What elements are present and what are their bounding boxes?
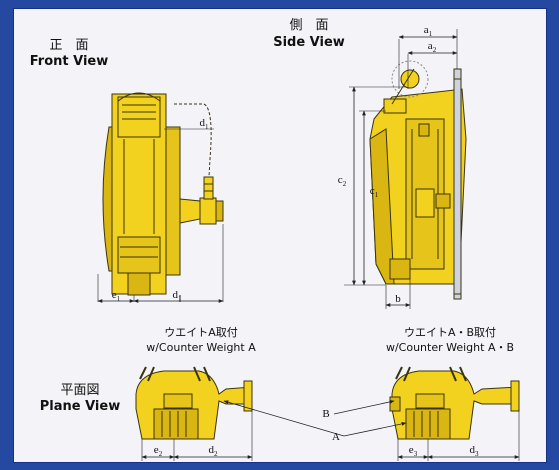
weight-ab-caption-en: w/Counter Weight A・B xyxy=(386,341,514,354)
plane-view-a-drawing xyxy=(135,366,253,461)
diagram-canvas: 正 面 Front View 側 面 Side View 平面図 Plane V… xyxy=(30,18,520,461)
dim-c1: c1 xyxy=(370,185,379,199)
side-view-title-jp: 側 面 xyxy=(289,18,328,33)
callout-b-label: B xyxy=(322,408,329,420)
dim-b: b xyxy=(395,293,401,305)
side-view-drawing xyxy=(344,29,467,309)
weight-ab-caption-jp: ウエイトA・B取付 xyxy=(404,326,496,339)
weight-a-caption-jp: ウエイトA取付 xyxy=(164,326,238,339)
weight-a-caption-en: w/Counter Weight A xyxy=(146,341,256,354)
dim-a2: a2 xyxy=(428,40,437,54)
callout-a-label: A xyxy=(332,431,340,443)
plane-view-ab-drawing xyxy=(389,366,520,461)
dim-d1: d1 xyxy=(173,289,183,303)
dim-c2: c2 xyxy=(338,174,347,188)
dim-e3: e3 xyxy=(409,444,418,458)
front-view-title-en: Front View xyxy=(30,54,109,69)
plane-view-title-jp: 平面図 xyxy=(60,383,99,398)
dim-e2: e2 xyxy=(154,444,163,458)
front-view-title-jp: 正 面 xyxy=(49,38,88,53)
front-view-drawing xyxy=(97,92,224,303)
drawing-panel: 正 面 Front View 側 面 Side View 平面図 Plane V… xyxy=(13,8,547,463)
dim-d3: d3 xyxy=(470,444,480,458)
dim-d1-top: d1 xyxy=(200,117,210,131)
callout-leaders xyxy=(223,400,407,437)
dim-e1: e1 xyxy=(112,289,121,303)
plane-view-title-en: Plane View xyxy=(40,399,120,414)
side-view-title-en: Side View xyxy=(273,35,345,50)
dim-a1: a1 xyxy=(424,24,433,38)
dim-d2: d2 xyxy=(209,444,219,458)
